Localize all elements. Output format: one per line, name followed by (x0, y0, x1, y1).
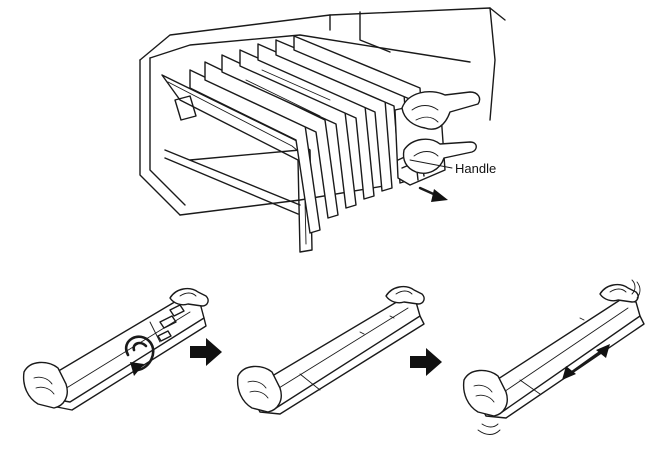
arrow-right-icon (190, 338, 222, 366)
arrow-right-icon (410, 348, 442, 376)
printer-illustration: Handle (139, 7, 506, 253)
curved-rotate-arrow-icon (124, 335, 155, 376)
cartridge-stack (189, 35, 426, 234)
double-headed-arrow-icon (562, 344, 610, 380)
arrow-down-right-icon (418, 186, 448, 202)
step-flipped-cartridge (236, 285, 425, 415)
step-rotate-cartridge (22, 287, 209, 411)
hand-upper (401, 91, 481, 130)
handle-leader-line (409, 159, 453, 169)
step-shake-cartridge (462, 279, 645, 435)
handle-label: Handle (455, 161, 496, 176)
hand-lower (402, 138, 477, 174)
